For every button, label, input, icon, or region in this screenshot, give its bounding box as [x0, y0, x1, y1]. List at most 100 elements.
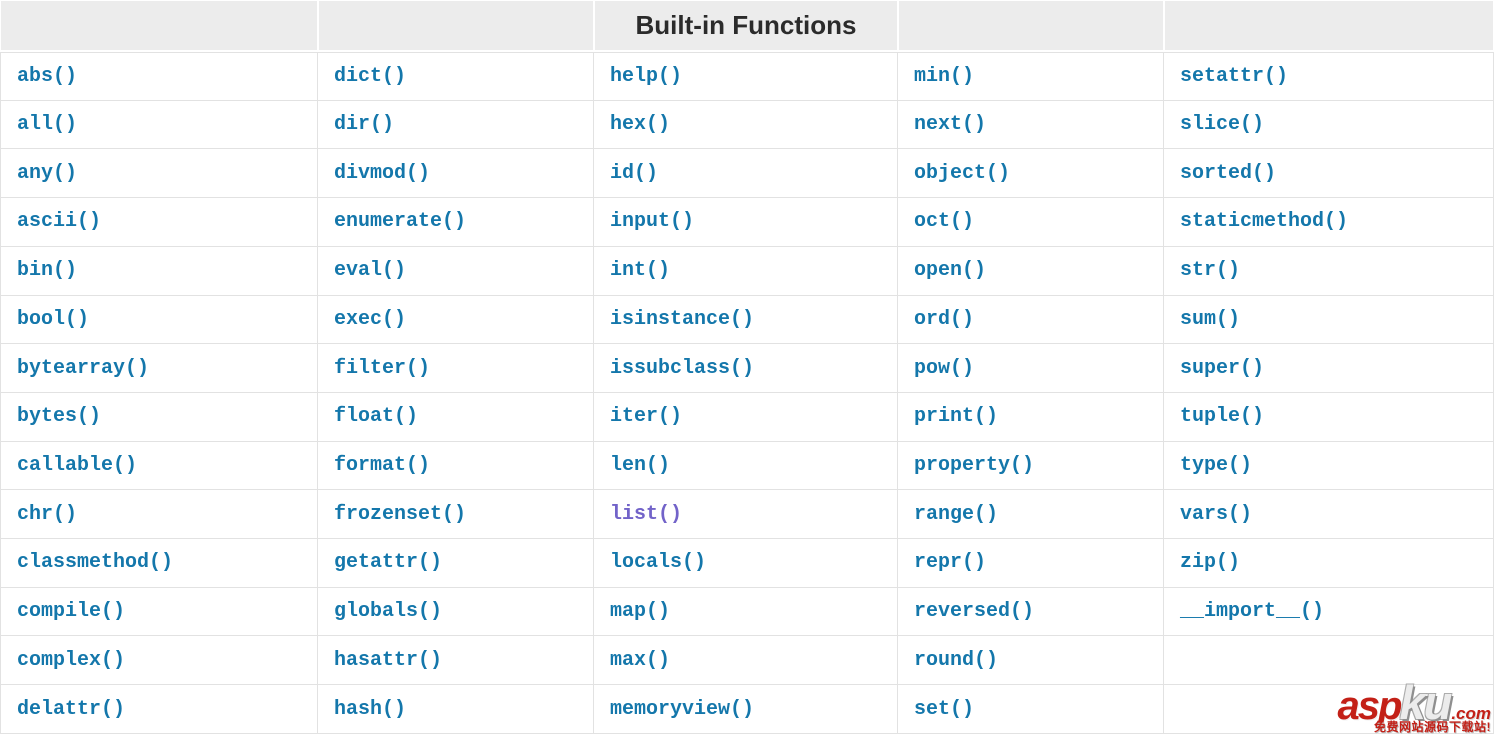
function-link-sum[interactable]: sum() [1180, 307, 1241, 331]
header-cell-empty-2 [318, 0, 594, 52]
function-link-enumerate[interactable]: enumerate() [334, 210, 467, 234]
function-cell: print() [898, 392, 1164, 442]
function-link-print[interactable]: print() [914, 405, 999, 429]
function-link-vars[interactable]: vars() [1180, 502, 1253, 526]
function-link-__import__[interactable]: __import__() [1180, 600, 1325, 624]
function-link-slice[interactable]: slice() [1180, 113, 1265, 137]
function-link-object[interactable]: object() [914, 161, 1011, 185]
function-link-pow[interactable]: pow() [914, 356, 975, 380]
function-link-hash[interactable]: hash() [334, 697, 407, 721]
function-cell: classmethod() [0, 539, 318, 588]
function-link-memoryview[interactable]: memoryview() [610, 697, 755, 721]
function-link-map[interactable]: map() [610, 600, 671, 624]
function-link-format[interactable]: format() [334, 453, 431, 477]
function-link-list[interactable]: list() [610, 502, 683, 526]
function-link-complex[interactable]: complex() [17, 648, 126, 672]
function-link-exec[interactable]: exec() [334, 307, 407, 331]
function-cell: len() [594, 441, 898, 491]
function-link-bin[interactable]: bin() [17, 259, 78, 283]
function-link-id[interactable]: id() [610, 161, 659, 185]
function-cell: delattr() [0, 685, 318, 734]
function-link-staticmethod[interactable]: staticmethod() [1180, 210, 1349, 234]
function-link-int[interactable]: int() [610, 259, 671, 283]
function-cell: divmod() [318, 149, 594, 199]
function-link-classmethod[interactable]: classmethod() [17, 551, 174, 575]
function-link-any[interactable]: any() [17, 161, 78, 185]
table-row: bytearray() filter() issubclass() pow() supe… [0, 344, 1494, 393]
function-cell: bytearray() [0, 344, 318, 393]
function-cell: dict() [318, 52, 594, 101]
function-link-next[interactable]: next() [914, 113, 987, 137]
function-link-globals[interactable]: globals() [334, 600, 443, 624]
function-link-compile[interactable]: compile() [17, 600, 126, 624]
function-link-divmod[interactable]: divmod() [334, 161, 431, 185]
function-cell: ascii() [0, 198, 318, 247]
function-cell: locals() [594, 539, 898, 588]
function-cell: iter() [594, 392, 898, 442]
header-cell-empty-5 [1164, 0, 1494, 52]
function-link-dir[interactable]: dir() [334, 113, 395, 137]
function-cell: open() [898, 246, 1164, 296]
function-link-ascii[interactable]: ascii() [17, 210, 102, 234]
function-cell [1164, 636, 1494, 686]
function-link-ord[interactable]: ord() [914, 307, 975, 331]
function-link-hasattr[interactable]: hasattr() [334, 648, 443, 672]
function-link-reversed[interactable]: reversed() [914, 600, 1035, 624]
function-cell: min() [898, 52, 1164, 101]
function-cell: int() [594, 246, 898, 296]
function-link-eval[interactable]: eval() [334, 259, 407, 283]
function-link-tuple[interactable]: tuple() [1180, 405, 1265, 429]
function-link-super[interactable]: super() [1180, 356, 1265, 380]
function-cell: repr() [898, 539, 1164, 588]
function-cell: next() [898, 100, 1164, 150]
function-link-locals[interactable]: locals() [610, 551, 707, 575]
function-link-type[interactable]: type() [1180, 453, 1253, 477]
function-link-repr[interactable]: repr() [914, 551, 987, 575]
function-link-bytes[interactable]: bytes() [17, 405, 102, 429]
function-link-float[interactable]: float() [334, 405, 419, 429]
function-link-max[interactable]: max() [610, 648, 671, 672]
function-cell: format() [318, 441, 594, 491]
function-cell: sum() [1164, 295, 1494, 345]
function-link-len[interactable]: len() [610, 453, 671, 477]
header-cell-empty-4 [898, 0, 1164, 52]
function-link-filter[interactable]: filter() [334, 356, 431, 380]
function-cell: bool() [0, 295, 318, 345]
function-link-range[interactable]: range() [914, 502, 999, 526]
function-link-setattr[interactable]: setattr() [1180, 64, 1289, 88]
function-link-delattr[interactable]: delattr() [17, 697, 126, 721]
function-link-zip[interactable]: zip() [1180, 551, 1241, 575]
function-cell: sorted() [1164, 149, 1494, 199]
function-link-input[interactable]: input() [610, 210, 695, 234]
function-link-min[interactable]: min() [914, 64, 975, 88]
function-link-open[interactable]: open() [914, 259, 987, 283]
function-link-property[interactable]: property() [914, 453, 1035, 477]
function-link-set[interactable]: set() [914, 697, 975, 721]
function-link-getattr[interactable]: getattr() [334, 551, 443, 575]
function-link-chr[interactable]: chr() [17, 502, 78, 526]
function-cell: dir() [318, 100, 594, 150]
function-link-bool[interactable]: bool() [17, 307, 90, 331]
function-link-frozenset[interactable]: frozenset() [334, 502, 467, 526]
table-row: classmethod() getattr() locals() repr() zip(… [0, 539, 1494, 588]
table-row: bytes() float() iter() print() tuple() [0, 392, 1494, 442]
function-link-all[interactable]: all() [17, 113, 78, 137]
function-link-hex[interactable]: hex() [610, 113, 671, 137]
function-link-str[interactable]: str() [1180, 259, 1241, 283]
function-link-sorted[interactable]: sorted() [1180, 161, 1277, 185]
function-cell: all() [0, 100, 318, 150]
function-link-dict[interactable]: dict() [334, 64, 407, 88]
function-link-iter[interactable]: iter() [610, 405, 683, 429]
function-link-bytearray[interactable]: bytearray() [17, 356, 150, 380]
function-link-round[interactable]: round() [914, 648, 999, 672]
function-link-callable[interactable]: callable() [17, 453, 138, 477]
function-link-issubclass[interactable]: issubclass() [610, 356, 755, 380]
function-cell: reversed() [898, 587, 1164, 637]
function-cell: hex() [594, 100, 898, 150]
table-row: chr() frozenset() list() range() vars() [0, 490, 1494, 540]
function-link-abs[interactable]: abs() [17, 64, 78, 88]
function-cell [1164, 685, 1494, 734]
function-link-isinstance[interactable]: isinstance() [610, 307, 755, 331]
function-link-help[interactable]: help() [610, 64, 683, 88]
function-link-oct[interactable]: oct() [914, 210, 975, 234]
